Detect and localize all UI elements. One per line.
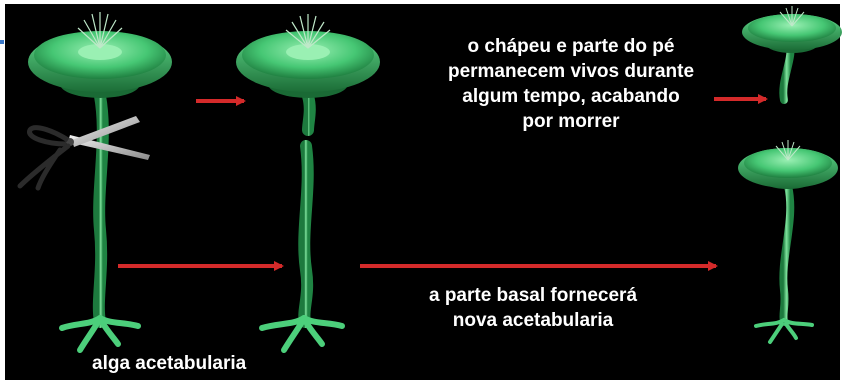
survival-caption-line: algum tempo, acabando [425, 84, 717, 109]
alga-cut-lower-stalk [304, 146, 307, 322]
survival-caption: o chápeu e parte do pé permanecem vivos … [425, 34, 717, 134]
regeneration-caption-line: a parte basal fornecerá [408, 283, 658, 308]
corner-mark [0, 40, 4, 44]
survival-caption-line: por morrer [425, 109, 717, 134]
alga-cut-upper-stalk [308, 96, 310, 130]
regeneration-caption-line: nova acetabularia [408, 308, 658, 333]
alga-label: alga acetabularia [92, 351, 282, 376]
survival-caption-line: permanecem vivos durante [425, 59, 717, 84]
survival-caption-line: o chápeu e parte do pé [425, 34, 717, 59]
regeneration-caption: a parte basal fornecerá nova acetabulari… [408, 283, 658, 333]
